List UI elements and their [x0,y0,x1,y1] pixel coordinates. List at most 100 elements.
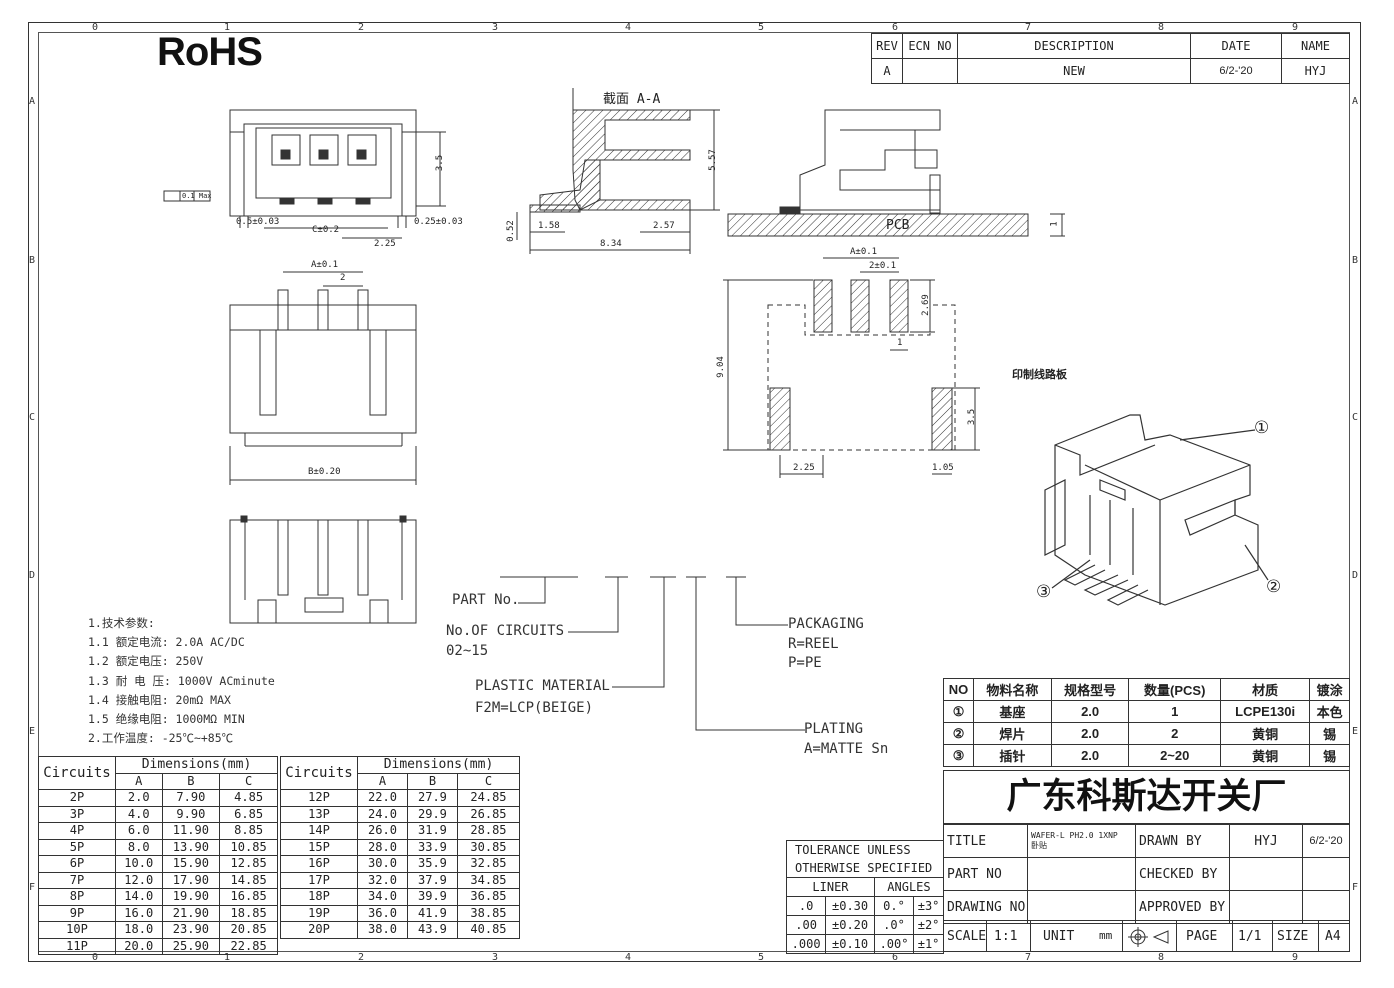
dimensions-header: Dimensions(mm) [115,756,278,774]
tolerance-cell: .00 [785,915,827,935]
zone-column-label: 7 [1025,22,1032,33]
circuits-header: Circuits [38,756,116,790]
dim-section-2-57: 2.57 [653,221,675,231]
liner-header: LINER [786,877,875,897]
zone-row-label: D [29,570,36,581]
tolerance-title-1: TOLERANCE UNLESS [786,840,944,859]
circuits-header: Circuits [280,756,358,790]
tolerance-title-2: OTHERWISE SPECIFIED [786,859,944,878]
material-value: F2M=LCP(BEIGE) [475,700,594,716]
dim-pcb-1-05: 1.05 [932,463,954,473]
drawing-outer-frame [28,22,1361,962]
dim-pcb-3-5: 3.5 [967,408,978,426]
description-header: DESCRIPTION [957,33,1191,59]
bom-cell: 2~20 [1128,744,1221,767]
zone-column-label: 9 [1292,952,1299,963]
drawing-no-value [1027,890,1136,924]
zone-row-label: B [29,255,36,266]
section-label: 截面 A-A [603,92,661,107]
circuit-count-cell: 13P [280,805,358,823]
dimension-cell: 13.90 [161,838,221,856]
tolerance-cell: .000 [785,934,827,954]
note-line: 2.工作温度: -25℃~+85℃ [88,731,234,746]
circuit-count-cell: 20P [280,921,358,939]
dim-pcb-2: 2±0.1 [869,261,897,271]
dimension-cell: 18.0 [115,921,163,939]
dimension-cell: 36.85 [456,888,521,906]
bom-cell: 基座 [973,700,1052,723]
circuit-count-cell: 17P [280,871,358,889]
dimension-cell: 28.0 [357,838,408,856]
bom-cell: 1 [1128,700,1221,723]
zone-column-label: 4 [625,952,632,963]
dim-section-0-52: 0.52 [505,220,516,242]
zone-column-label: 8 [1158,22,1165,33]
dim-section-5-57: 5.57 [707,149,718,171]
dimension-cell: 12.0 [115,871,163,889]
circuit-count-cell: 18P [280,888,358,906]
note-line: 1.1 额定电流: 2.0A AC/DC [88,635,245,650]
bom-cell: 锡 [1309,744,1350,767]
bom-cell: 黄铜 [1219,744,1311,767]
note-line: 1.技术参数: [88,616,155,630]
rev-header: REV [871,33,903,59]
drawn-by-label: DRAWN BY [1135,824,1230,858]
bom-cell: 黄铜 [1219,722,1311,745]
zone-column-label: 1 [224,22,231,33]
approved-by-label: APPROVED BY [1135,890,1230,924]
tolerance-cell: 0.° [873,896,915,916]
zone-column-label: 3 [492,22,499,33]
title-label: TITLE [943,824,1028,858]
dim-front-0-25: 0.25±0.03 [414,217,463,227]
dimension-cell: 38.85 [456,904,521,922]
dimension-cell: 15.90 [161,855,221,873]
title-value-line-1: WAFER-L PH2.0 1XNP [1031,831,1118,840]
projection-icon [1128,927,1172,951]
circuit-count-cell: 16P [280,855,358,873]
drawn-by-name: HYJ [1229,824,1303,858]
bom-header-cell: NO [942,678,975,701]
dim-section-8-34: 8.34 [600,239,622,249]
dimension-cell: 10.85 [219,838,278,856]
checked-by-label: CHECKED BY [1135,857,1230,891]
dim-pcb-9-04: 9.04 [715,356,726,378]
approved-date [1302,890,1350,924]
circuit-count-cell: 12P [280,789,358,807]
dimension-cell: 17.90 [161,871,221,889]
section-view [516,88,720,254]
size-value: A4 [1325,929,1341,944]
dim-front-3-5: 3.5 [435,154,446,172]
tolerance-cell: ±3° [913,896,944,916]
dimension-cell: 2.0 [115,789,163,807]
zone-column-label: 2 [358,952,365,963]
note-line: 1.4 接触电阻: 20mΩ MAX [88,692,231,707]
circuit-count-cell: 5P [38,838,116,856]
dim-pcb-2-25: 2.25 [793,463,815,473]
circuit-count-cell: 9P [38,904,116,922]
col-a-header: A [357,772,408,790]
dimension-cell: 35.9 [406,855,458,873]
dimension-cell: 18.85 [219,904,278,922]
dimension-cell: 26.0 [357,822,408,840]
isometric-view [1044,414,1269,606]
callout-3: ③ [1036,582,1052,601]
bom-cell: ② [942,722,975,745]
dimension-cell: 10.0 [115,855,163,873]
callout-2: ② [1266,577,1282,596]
dimension-cell: 6.85 [219,805,278,823]
bom-cell: LCPE130i [1219,700,1311,723]
zone-row-label: F [29,882,36,893]
dimension-cell: 32.85 [456,855,521,873]
bom-header-cell: 规格型号 [1050,678,1130,701]
dimension-cell: 24.85 [456,789,521,807]
checked-date [1302,857,1350,891]
